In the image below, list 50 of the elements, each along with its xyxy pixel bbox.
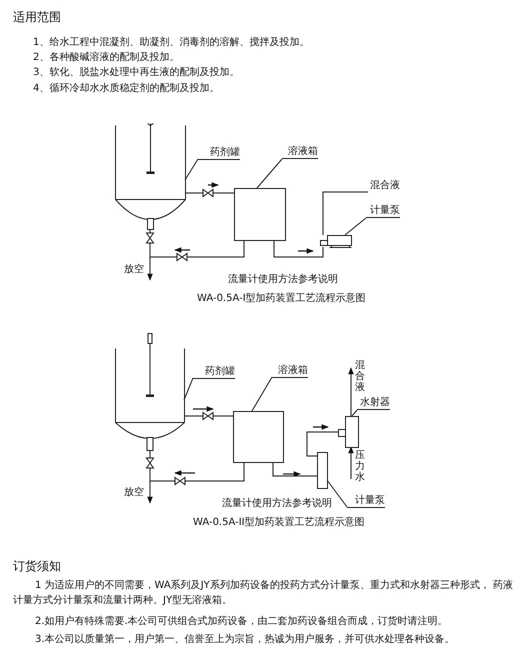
- tank-drawing: [115, 123, 186, 230]
- pipe-line: [150, 240, 244, 258]
- leader-line: [184, 158, 198, 180]
- flow-arrow: [147, 228, 153, 281]
- tank-label: 溶液箱: [272, 364, 308, 378]
- tank-label: 溶液箱: [282, 145, 318, 159]
- list-item: 2、各种酸碱溶液的配制及投加。: [33, 50, 180, 65]
- diagram-note: 流量计使用方法参考说明: [222, 496, 332, 511]
- pump-drawing: [320, 235, 353, 248]
- pipe-line: [274, 240, 324, 258]
- list-item: 3、软化、脱盐水处理中再生液的配制及投加。: [33, 66, 240, 80]
- diagram-note: 流量计使用方法参考说明: [228, 272, 338, 287]
- paragraph: 1 为适应用户的不同需要，WA系列及JY系列加药设备的投药方式分计量泵、重力式和水射器三种形式， 药液计量方式分计量泵和流量计两种。JY型无溶液箱。: [13, 578, 514, 608]
- section-heading: 适用范围: [13, 10, 61, 25]
- tank-label: 药剂罐: [198, 146, 240, 160]
- edge-label: 压力水: [355, 450, 365, 483]
- paragraph: 2.如用户有特殊需要.本公司可供组合式加药设备，由二套加药设备组合而成，订货时请注明。: [34, 614, 449, 629]
- leader-line: [256, 158, 282, 188]
- pump-label: 计量泵: [347, 494, 385, 508]
- leader-line: [326, 480, 348, 508]
- list-item: 1、给水工程中混凝剂、助凝剂、消毒剂的溶解、搅拌及投加。: [33, 36, 310, 50]
- pipe-line: [272, 462, 318, 476]
- outlet-label: 混合液: [368, 179, 400, 192]
- section-heading: 订货须知: [13, 559, 61, 574]
- leader-line: [184, 378, 194, 400]
- ejector-drawing: [338, 416, 359, 448]
- pipe-line: [306, 432, 338, 456]
- tank-box: [234, 188, 286, 241]
- diagram-caption: WA-0.5A-II型加药装置工艺流程示意图: [193, 516, 365, 530]
- flow-arrow: [348, 367, 354, 416]
- diagram-caption: WA-0.5A-I型加药装置工艺流程示意图: [197, 292, 366, 306]
- edge-label: 放空: [124, 486, 144, 499]
- leader-line: [352, 410, 358, 416]
- pipe-line: [322, 192, 368, 236]
- list-item: 4、循环冷却水水质稳定剂的配制及投加。: [33, 82, 220, 96]
- pipe-line: [150, 462, 244, 482]
- pump-drawing: [317, 452, 328, 489]
- edge-label: 混合液: [355, 360, 365, 393]
- flow-arrow: [348, 446, 354, 480]
- edge-label: 放空: [124, 263, 144, 276]
- tank-box: [233, 411, 284, 463]
- tank-drawing: [115, 333, 185, 451]
- flow-arrow: [147, 450, 153, 504]
- ejector-label: 水射器: [357, 396, 390, 410]
- paragraph: 3.本公司以质量第一，用户第一、信誉至上为宗旨，热诚为用户服务，并可供水处理各种设备。: [34, 632, 456, 647]
- leader-line: [344, 218, 366, 236]
- leader-line: [252, 376, 272, 412]
- pipe-line: [184, 192, 234, 194]
- tank-label: 药剂罐: [193, 365, 235, 379]
- pump-label: 计量泵: [366, 204, 400, 218]
